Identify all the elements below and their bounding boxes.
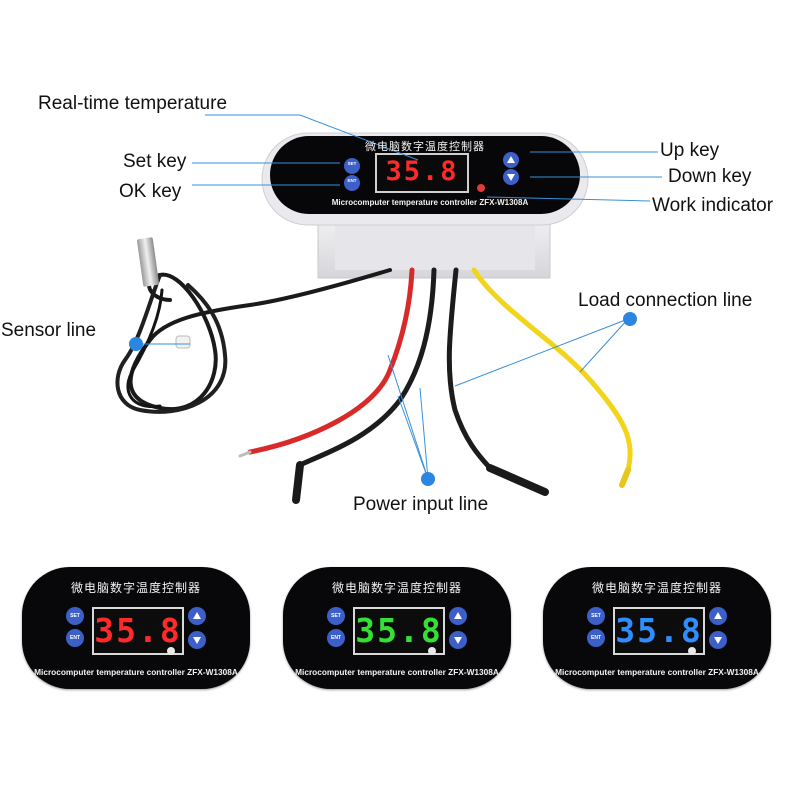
label-up-key: Up key [660,140,720,161]
variant-ent-button[interactable]: ENT [327,629,345,647]
up-arrow-icon[interactable] [449,607,467,625]
variant-temperature-value: 35.8 [355,611,443,650]
variant-model-text: Microcomputer temperature controller ZFX… [555,667,759,677]
label-work-indicator: Work indicator [652,195,774,216]
down-arrow-icon[interactable] [188,631,206,649]
up-arrow-icon[interactable] [188,607,206,625]
variant-temperature-value: 35.8 [94,611,182,650]
sensor-line-dot [129,337,143,351]
controller-front-bezel [261,132,589,226]
variant-model-text: Microcomputer temperature controller ZFX… [295,667,499,677]
wires [115,267,633,473]
label-realtime-temperature: Real-time temperature [38,93,228,114]
main-set-button[interactable]: SET [347,161,357,166]
variant-set-button[interactable]: SET [327,607,345,625]
work-indicator-led [688,647,696,655]
main-controller-title: 微电脑数字温度控制器 [365,140,485,153]
label-down-key: Down key [668,166,752,187]
variant-title: 微电脑数字温度控制器 [591,581,722,595]
label-load-connection-line: Load connection line [578,290,753,311]
leader-dots [129,312,637,486]
variant-set-button[interactable]: SET [587,607,605,625]
variant-display: 35.8 [92,607,184,655]
wire-ends [238,450,631,504]
variant-model-text: Microcomputer temperature controller ZFX… [34,667,238,677]
variant-set-button[interactable]: SET [66,607,84,625]
label-sensor-line: Sensor line [1,320,97,341]
down-arrow-icon[interactable] [449,631,467,649]
variant-temperature-value: 35.8 [615,611,703,650]
leader-lines [192,114,662,480]
up-arrow-icon[interactable] [709,607,727,625]
label-set-key: Set key [123,151,187,172]
work-indicator-led [167,647,175,655]
main-temperature-display: 35.8 [385,156,459,187]
down-arrow-icon[interactable] [709,631,727,649]
label-ok-key: OK key [119,181,182,202]
label-power-input-line: Power input line [353,494,489,515]
work-indicator-led [428,647,436,655]
work-indicator-led [477,184,485,192]
main-ent-button[interactable]: ENT [347,178,357,183]
variant-ent-button[interactable]: ENT [587,629,605,647]
main-model-text: Microcomputer temperature controller ZFX… [331,198,529,207]
variant-ent-button[interactable]: ENT [66,629,84,647]
power-line-dot [421,472,435,486]
variant-title: 微电脑数字温度控制器 [331,581,462,595]
variant-display: 35.8 [613,607,705,655]
sensor-probe [136,237,191,349]
variant-title: 微电脑数字温度控制器 [70,581,201,595]
load-line-dot [623,312,637,326]
